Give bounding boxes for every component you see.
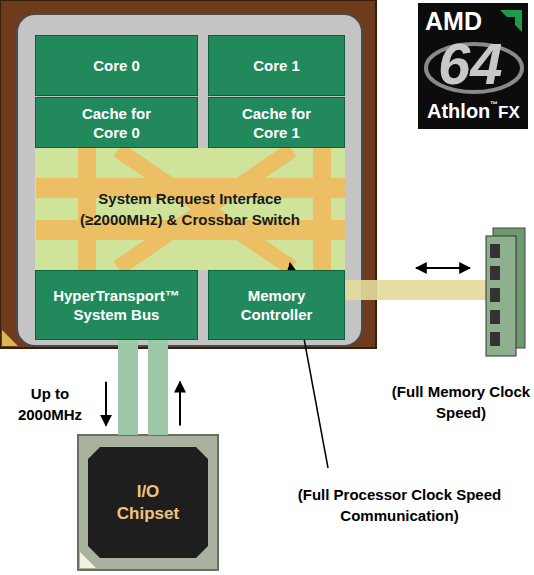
crossbar-band <box>118 150 292 268</box>
memory-chip <box>490 266 500 280</box>
chipset-package <box>78 435 218 570</box>
direction-arrow <box>179 382 181 426</box>
memory-module <box>486 228 525 356</box>
bus-speed-note: Up to 2000MHz <box>4 383 96 425</box>
crossbar-band <box>78 148 96 270</box>
crossbar-area <box>35 148 345 270</box>
pin-one-mark <box>2 330 18 346</box>
unit-block: HyperTransport™ System Bus <box>35 270 198 340</box>
die <box>17 14 362 346</box>
crossbar-bands <box>36 148 345 270</box>
unit-block: Cache for Core 1 <box>208 97 345 148</box>
block-label: Core 1 <box>253 56 300 75</box>
processor-speed-note: (Full Processor Clock Speed Communicatio… <box>277 484 522 526</box>
chip-package <box>0 0 376 348</box>
memory-stick <box>486 236 516 356</box>
direction-arrow <box>105 382 107 426</box>
memory-chip <box>490 288 500 302</box>
chipset-block: I/O Chipset <box>78 435 218 570</box>
block-label: Core 0 <box>93 56 140 75</box>
crossbar-band <box>118 150 292 268</box>
unit-block: Core 0 <box>35 35 198 96</box>
block-label: I/O Chipset <box>113 481 183 525</box>
logo-number: 64 <box>438 32 518 96</box>
logo-badge <box>418 3 528 129</box>
memory-speed-note: (Full Memory Clock Speed) <box>390 381 532 423</box>
block-label: Cache for Core 1 <box>232 104 322 142</box>
bus-link <box>106 340 128 435</box>
crossbar-block: System Request Interface (≥2000MHz) & Cr… <box>35 148 345 270</box>
crossbar-band <box>313 148 331 270</box>
unit-block: Core 1 <box>208 35 345 96</box>
memory-chip <box>490 310 500 324</box>
bus-lane <box>118 340 138 435</box>
memory-arrow <box>416 267 470 269</box>
block-label: System Request Interface (≥2000MHz) & Cr… <box>75 188 305 230</box>
unit-block: Memory Controller <box>208 270 345 340</box>
memory-chip <box>490 244 500 258</box>
block-label: Memory Controller <box>232 286 322 324</box>
bus-lane <box>148 340 168 435</box>
pin-one-mark <box>80 552 96 568</box>
memory-bus <box>345 280 490 300</box>
memory-chip <box>490 332 500 346</box>
product-name: Athlon <box>427 100 497 122</box>
chipset-die <box>88 447 208 558</box>
brand-name: AMD <box>425 7 500 35</box>
unit-block: Cache for Core 0 <box>35 97 198 148</box>
block-label: Cache for Core 0 <box>72 104 162 142</box>
bus-link <box>158 340 180 435</box>
block-label: HyperTransport™ System Bus <box>52 286 182 324</box>
logo-arrow <box>500 10 522 32</box>
product-suffix: FX <box>498 103 528 122</box>
